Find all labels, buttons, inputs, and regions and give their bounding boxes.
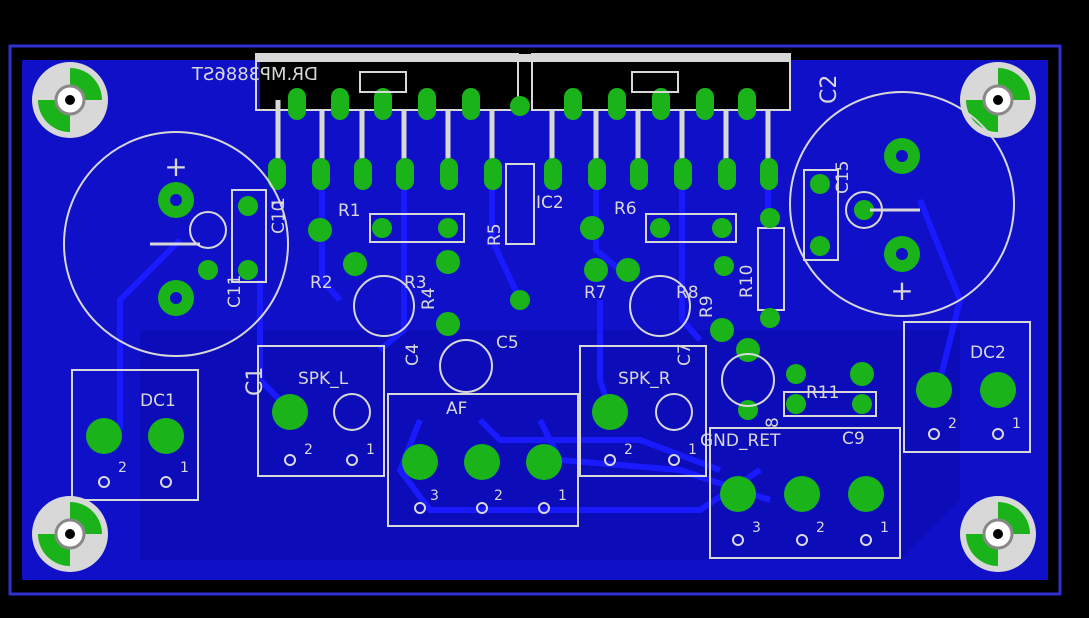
spk-r-pin2: 2 [624,442,633,458]
gnd-ret-pin1: 1 [880,520,889,536]
board-outline [8,44,1062,596]
label-c5: C5 [496,333,519,353]
label-c9: C9 [842,429,865,449]
label-r8: R8 [676,283,699,303]
label-r6: R6 [614,199,637,219]
gnd-ret-label: GND_RET [700,431,781,451]
dc1-pin2: 2 [118,460,127,476]
capacitor-c15 [803,169,920,261]
label-r9: R9 [697,295,717,318]
label-c7: C7 [675,343,695,366]
board-title: DR.MP3886ST [191,64,318,85]
gnd-ret-pin2: 2 [816,520,825,536]
label-ic2: IC2 [536,193,564,213]
small-electrolytics [353,275,775,407]
connector-dc2: DC2 2 1 [903,321,1031,453]
label-c11: C11 [225,274,245,308]
capacitor-c2-outline [789,91,1015,317]
connector-af: AF 3 2 1 [387,393,579,527]
ic-pads [268,88,778,190]
label-c8: 8 [763,417,783,428]
resistor-pads [308,96,874,420]
capacitor-c1-pads: + [158,150,194,316]
af-pin1: 1 [558,488,567,504]
spk-l-pin2: 2 [304,442,313,458]
svg-text:+: + [890,274,913,307]
connector-spk-l: SPK_L 2 1 [257,345,385,477]
connector-dc1: DC1 2 1 [71,369,199,501]
label-r3: R3 [404,273,427,293]
label-r11: R11 [806,383,839,403]
dc1-pin1: 1 [180,460,189,476]
dc2-label: DC2 [970,343,1006,363]
component-labels: DR.MP3886ST C2 C1 C10 1 C11 R1 R2 R3 R4 … [191,64,865,449]
af-pin3: 3 [430,488,439,504]
capacitor-c1-outline [63,131,289,357]
label-c10: C10 [269,200,289,234]
capacitor-c10 [150,189,267,283]
heatsink-resistors [359,71,679,93]
connector-gnd-ret: GND_RET 3 2 1 [700,427,901,559]
capacitor-c2-pads: + [884,138,920,307]
spk-r-label: SPK_R [618,369,671,389]
label-r7: R7 [584,283,607,303]
af-pin2: 2 [494,488,503,504]
label-c4: C4 [403,343,423,366]
label-r4: R4 [419,287,439,310]
dc2-pin1: 1 [1012,416,1021,432]
label-ic1: 1 [269,197,289,208]
gnd-ret-pin3: 3 [752,520,761,536]
label-r10: R10 [737,265,757,298]
af-label: AF [446,399,467,419]
ic-legs [275,100,771,185]
label-r5: R5 [485,223,505,246]
spk-l-pin1: 1 [366,442,375,458]
spk-r-pin1: 1 [688,442,697,458]
mounting-holes [32,62,1036,572]
label-r1: R1 [338,201,361,221]
resistor-bodies [369,163,877,417]
dc1-label: DC1 [140,391,176,411]
svg-text:+: + [164,150,187,183]
spk-l-label: SPK_L [298,369,349,389]
connector-spk-r: SPK_R 2 1 [579,345,707,477]
label-r2: R2 [310,273,333,293]
label-c15: C15 [833,160,853,194]
dc2-pin2: 2 [948,416,957,432]
label-c1: C1 [243,367,268,396]
label-c2: C2 [817,75,842,104]
